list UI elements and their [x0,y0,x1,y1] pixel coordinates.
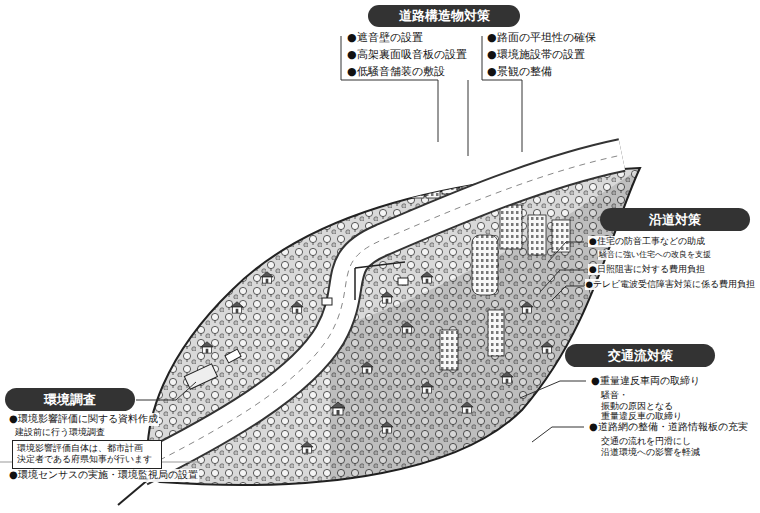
section-header: 交通流対策 [565,344,715,367]
bullet-item: ●テレビ電波受信障害対策に係る費用負担 [585,279,757,290]
bullet-item: ●低騒音舗装の敷設 [346,65,446,79]
bullet-item: ●環境影響評価に関する資料作成 [8,413,159,426]
header-text: 交通流対策 [608,347,673,365]
header-text: 道路構造物対策 [399,7,490,25]
item-note: 交通の流れを円滑にし 沿道環境への影響を軽減 [600,436,701,457]
section-header: 沿道対策 [600,208,750,231]
bullet-item: ●日照阻害に対する費用負担 [588,264,706,275]
bullet-item: ●住宅の防音工事などの助成 [588,236,706,247]
bullet-item: ●道路網の整備・道路情報板の充実 [588,421,749,434]
bullet-item: ●環境施設帯の設置 [486,48,586,62]
item-note: 騒音・振動の原因となる 重量違反車の取締り [600,390,701,422]
bullet-item: ●重量違反車両の取締り [590,375,701,388]
header-text: 環境調査 [44,391,96,409]
item-note: 建設前に行う環境調査 [14,427,106,438]
bullet-item: ●路面の平坦性の確保 [486,31,597,45]
section-header: 道路構造物対策 [368,5,520,27]
section-header: 環境調査 [5,388,135,411]
bullet-item: ●環境センサスの実施・環境監視局の設置 [8,469,199,482]
note-text: 環境影響評価自体は、都市計画 決定者である府県知事が行います [17,443,157,466]
header-text: 沿道対策 [649,211,701,229]
bullet-item: ●高架裏面吸音板の設置 [346,48,468,62]
item-note: 騒音に強い住宅への改良を支援 [598,250,712,260]
note-box: 環境影響評価自体は、都市計画 決定者である府県知事が行います [12,440,162,469]
bullet-item: ●景観の整備 [486,65,553,79]
bullet-item: ●遮音壁の設置 [346,31,424,45]
